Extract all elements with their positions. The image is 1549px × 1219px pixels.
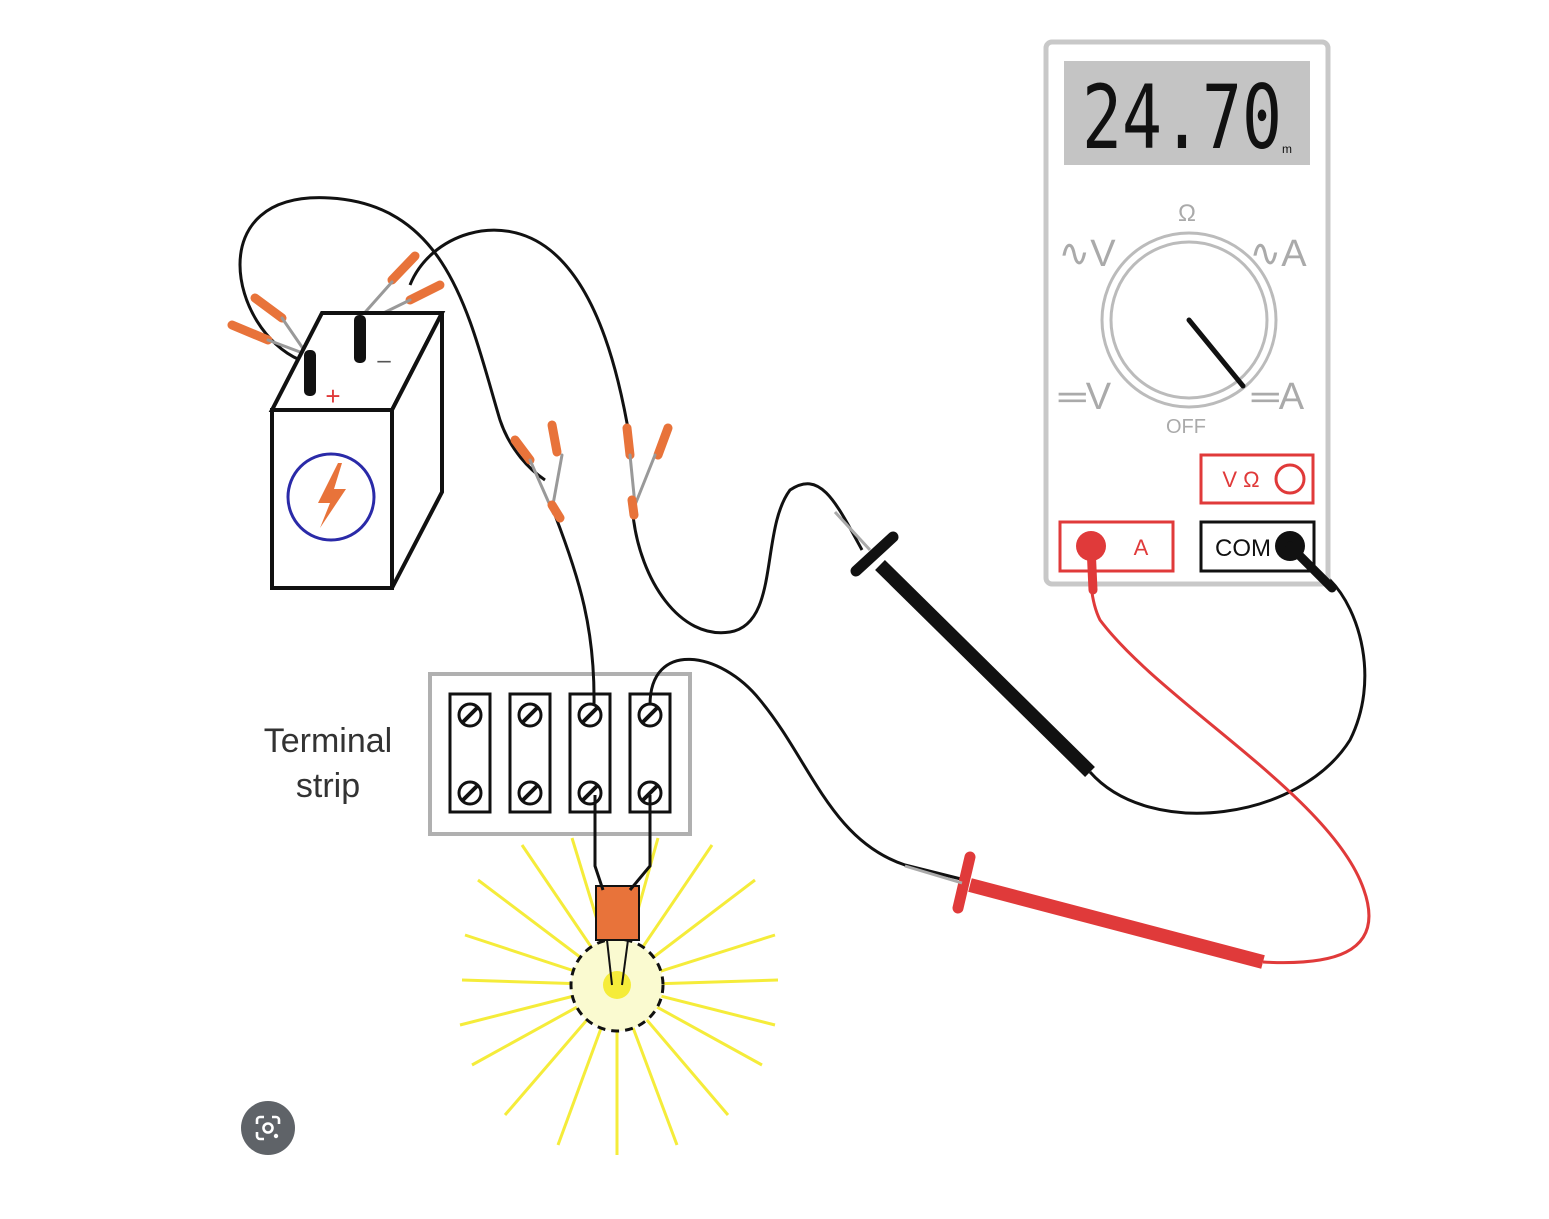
battery-negative-symbol: – [377,347,391,374]
dial-label-ohm: Ω [1178,200,1196,227]
jack-com-label: COM [1215,535,1271,562]
battery: + – [268,311,446,590]
battery-positive-symbol: + [325,381,340,411]
multimeter-display [1064,61,1310,165]
red-probe-cable [1088,547,1371,965]
terminal-block-2 [508,692,552,814]
lens-button[interactable] [241,1101,295,1155]
terminal-strip-label-line2: strip [296,767,360,805]
terminal-block-3 [568,692,612,814]
jack-amps-label: A [1134,535,1149,560]
selector-dial[interactable] [1100,231,1278,409]
multimeter-unit: m [1282,142,1292,156]
multimeter: 24.70 m Ω ∿V ∿A ═V ═A OFF V Ω A COM [1043,39,1337,595]
bulb-lead-right [628,795,652,891]
alligator-clip-battery-positive[interactable] [227,293,306,354]
dial-label-dc-volts: ═V [1058,376,1112,418]
terminal-block-1 [448,692,492,814]
battery-terminal-positive[interactable] [304,350,316,396]
alligator-clip-2[interactable] [622,423,673,520]
lightning-bolt-icon [318,463,346,528]
black-probe[interactable] [833,510,1095,777]
dial-label-off: OFF [1166,416,1206,438]
bulb-filament-glow [603,971,631,999]
red-probe[interactable] [904,851,1265,969]
bulb-lead-left [593,795,605,891]
dial-label-dc-amps: ═A [1251,376,1305,418]
jack-com[interactable]: COM [1199,520,1316,573]
alligator-clip-1[interactable] [510,420,565,523]
lens-icon [255,1115,281,1141]
bulb-base [595,885,640,941]
battery-terminal-negative[interactable] [354,315,366,363]
terminal-strip[interactable] [428,672,692,836]
dial-label-ac-volts: ∿V [1058,233,1116,275]
jack-volt-ohm[interactable]: V Ω [1199,453,1315,505]
jack-volt-ohm-label: V Ω [1222,467,1259,492]
jack-amps[interactable]: A [1058,520,1175,573]
terminal-block-4 [628,692,672,814]
multimeter-reading: 24.70 [1082,66,1282,169]
terminal-strip-label-line1: Terminal [264,722,392,760]
wires [238,196,1367,882]
